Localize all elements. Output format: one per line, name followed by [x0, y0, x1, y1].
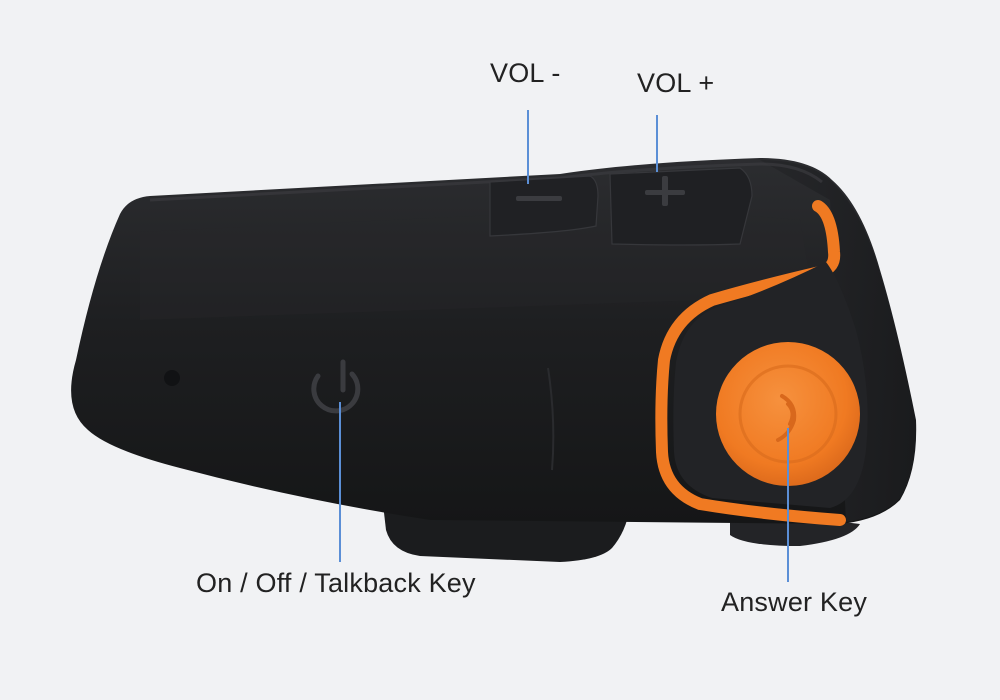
minus-icon: [516, 196, 562, 201]
callout-lines: [339, 110, 789, 582]
vol-minus-label: VOL -: [490, 58, 561, 88]
vol-minus-button[interactable]: [489, 175, 599, 237]
phone-icon: [776, 394, 797, 442]
power-key-label: On / Off / Talkback Key: [196, 568, 476, 598]
top-bevel: [149, 162, 823, 202]
answer-key-button[interactable]: [716, 342, 860, 486]
power-icon: [311, 359, 361, 414]
vol-plus-label: VOL +: [637, 68, 715, 98]
microphone-hole-icon: [164, 370, 180, 386]
orange-accent-trim: [655, 200, 846, 526]
plus-icon: [645, 176, 685, 206]
answer-key-label: Answer Key: [721, 587, 868, 617]
vol-plus-button[interactable]: [609, 167, 753, 246]
body-seam: [547, 367, 555, 471]
